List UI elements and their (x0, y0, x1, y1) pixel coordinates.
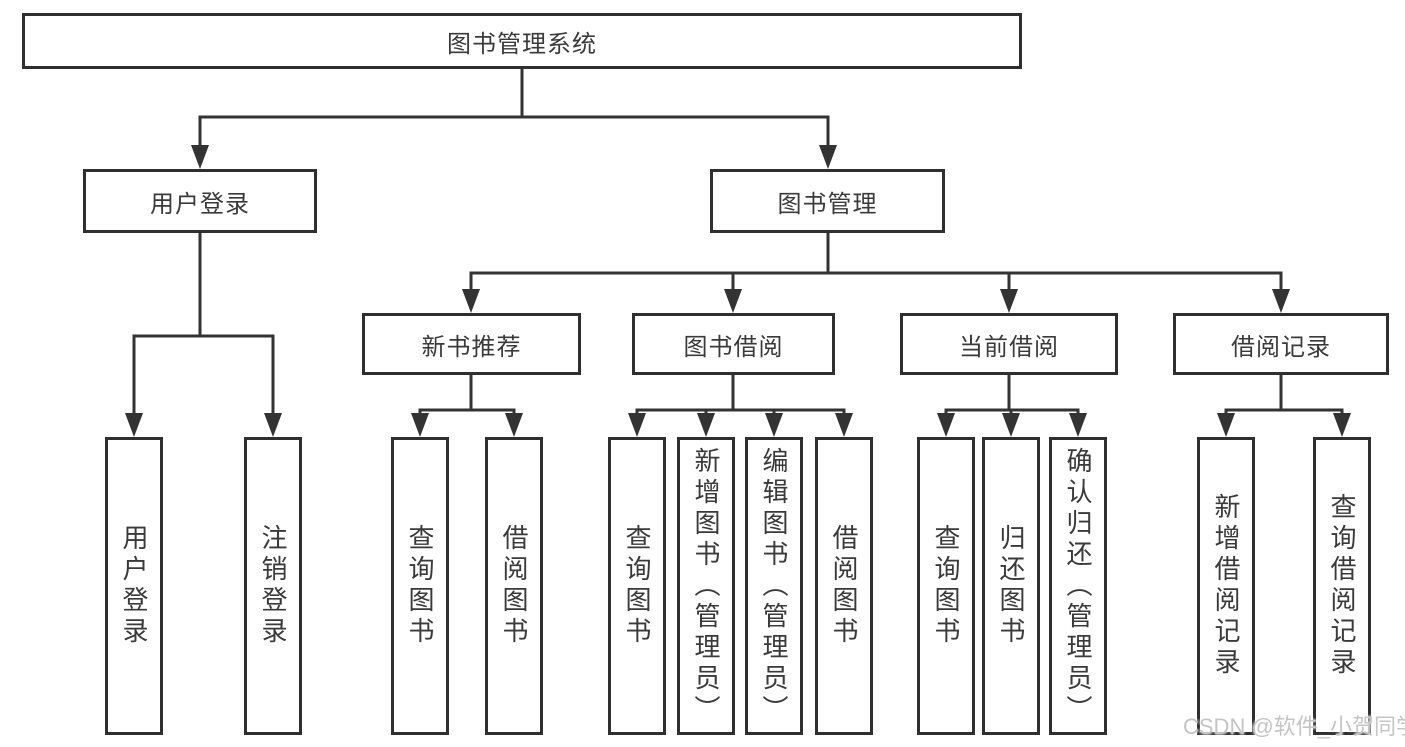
node-user-login: 用户登录 (83, 169, 317, 233)
node-label: 新增借阅记录 (1211, 493, 1241, 679)
node-book-borrow: 图书借阅 (632, 313, 835, 375)
node-borrow-book-leaf-1: 借阅图书 (485, 437, 543, 735)
node-current-borrow: 当前借阅 (900, 313, 1118, 375)
node-label: 注销登录 (258, 524, 288, 648)
arrowhead-icon (1333, 413, 1351, 437)
node-label: 新增图书（管理员） (691, 446, 721, 726)
connector-book-borrow (628, 373, 853, 437)
node-query-borrow-record-leaf: 查询借阅记录 (1313, 437, 1371, 735)
node-label: 查询借阅记录 (1327, 493, 1357, 679)
node-book-management: 图书管理 (710, 169, 945, 233)
node-query-book-leaf-2: 查询图书 (608, 437, 666, 735)
node-label: 借阅记录 (1231, 333, 1331, 361)
arrowhead-icon (765, 413, 783, 437)
node-label: 借阅图书 (499, 524, 529, 648)
node-user-login-leaf: 用户登录 (105, 437, 163, 735)
csdn-watermark: CSDN @软件_小贺同学 (1183, 714, 1405, 739)
connector-root (191, 67, 837, 169)
node-return-book-leaf: 归还图书 (982, 437, 1040, 735)
node-label: 新书推荐 (421, 333, 522, 361)
node-borrow-book-leaf-2: 借阅图书 (815, 437, 873, 735)
node-query-book-leaf-1: 查询图书 (391, 437, 449, 735)
arrowhead-icon (835, 413, 853, 437)
arrowhead-icon (505, 413, 523, 437)
node-label: 当前借阅 (959, 333, 1059, 361)
arrowhead-icon (1069, 413, 1087, 437)
node-logout-leaf: 注销登录 (244, 437, 302, 735)
node-edit-book-admin-leaf: 编辑图书（管理员） (745, 437, 803, 735)
node-label: 查询图书 (622, 524, 652, 648)
connector-book-management (462, 231, 1290, 313)
arrowhead-icon (724, 289, 742, 313)
node-label: 图书管理系统 (447, 30, 597, 58)
node-library-management-system: 图书管理系统 (22, 13, 1022, 69)
node-label: 查询图书 (931, 524, 961, 648)
connector-borrow-record (1217, 373, 1351, 437)
node-label: 归还图书 (996, 524, 1026, 648)
connector-current-borrow (937, 373, 1087, 437)
node-label: 图书管理 (777, 190, 878, 218)
arrowhead-icon (191, 145, 209, 169)
arrowhead-icon (697, 413, 715, 437)
node-query-book-leaf-3: 查询图书 (917, 437, 975, 735)
node-add-borrow-record-leaf: 新增借阅记录 (1197, 437, 1255, 735)
connector-user-login (125, 231, 282, 437)
arrowhead-icon (819, 145, 837, 169)
connector-new-book (411, 373, 523, 437)
arrowhead-icon (1000, 289, 1018, 313)
arrowhead-icon (462, 289, 480, 313)
arrowhead-icon (1217, 413, 1235, 437)
arrowhead-icon (264, 413, 282, 437)
arrowhead-icon (1002, 413, 1020, 437)
node-label: 查询图书 (405, 524, 435, 648)
node-confirm-return-admin-leaf: 确认归还（管理员） (1049, 437, 1107, 735)
node-label: 借阅图书 (829, 524, 859, 648)
arrowhead-icon (411, 413, 429, 437)
node-label: 图书借阅 (683, 333, 784, 361)
node-label: 确认归还（管理员） (1063, 446, 1093, 726)
arrowhead-icon (937, 413, 955, 437)
node-label: 用户登录 (119, 524, 149, 648)
arrowhead-icon (1272, 289, 1290, 313)
arrowhead-icon (125, 413, 143, 437)
node-label: 编辑图书（管理员） (759, 446, 789, 726)
node-new-book-recommend: 新书推荐 (362, 313, 581, 375)
node-borrow-record: 借阅记录 (1173, 313, 1389, 375)
node-label: 用户登录 (150, 190, 250, 218)
arrowhead-icon (628, 413, 646, 437)
node-add-book-admin-leaf: 新增图书（管理员） (677, 437, 735, 735)
